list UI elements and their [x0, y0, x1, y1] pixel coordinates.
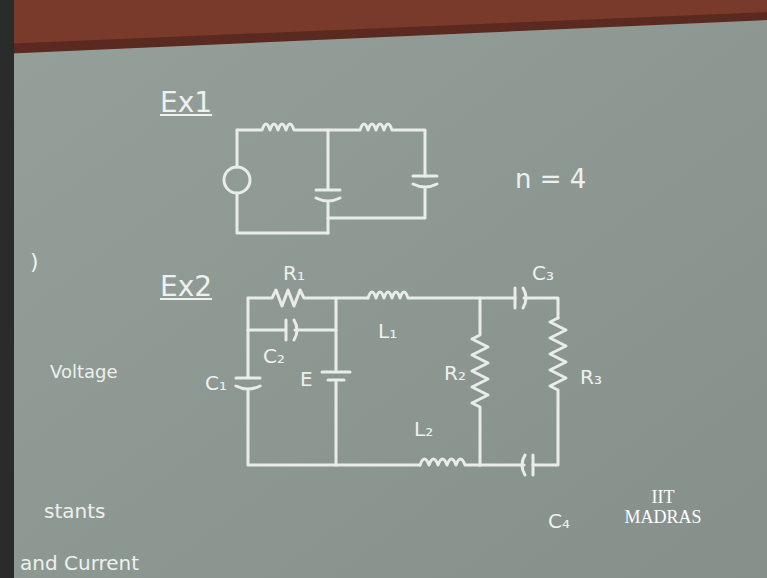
source-symbol [224, 167, 250, 193]
inductor-symbol [368, 292, 515, 298]
frame-edge [0, 12, 767, 54]
capacitor-symbol [480, 455, 533, 475]
inductor-symbol [237, 124, 425, 176]
watermark: IIT MADRAS [618, 488, 708, 528]
inductor-symbol [420, 459, 480, 465]
board-edge [0, 0, 14, 578]
example-heading: Ex1 [160, 88, 212, 119]
capacitor-symbol [328, 176, 437, 218]
resistor-symbol [248, 290, 368, 306]
order-note: n = 4 [515, 165, 586, 194]
component-label: R₃ [580, 366, 602, 388]
resistor-symbol [472, 298, 488, 465]
resistor-symbol [533, 318, 566, 465]
capacitor-symbol [248, 320, 336, 340]
capacitor-symbol [236, 298, 420, 465]
component-label: R₁ [283, 262, 305, 284]
board-note: and Current [20, 552, 139, 574]
component-label: C₃ [532, 262, 554, 284]
capacitor-symbol [316, 130, 340, 233]
battery-symbol [322, 298, 350, 465]
component-label: L₂ [414, 418, 433, 440]
board-note: ) [30, 250, 39, 274]
component-label: E [300, 368, 313, 390]
component-label: C₄ [548, 510, 570, 532]
component-label: C₂ [263, 345, 285, 367]
board-note: Voltage [50, 362, 118, 382]
component-label: C₁ [205, 372, 227, 394]
example-heading: Ex2 [160, 272, 212, 303]
component-label: L₁ [378, 320, 397, 342]
component-label: R₂ [444, 362, 466, 384]
capacitor-symbol [515, 288, 558, 318]
board-note: stants [44, 500, 105, 522]
